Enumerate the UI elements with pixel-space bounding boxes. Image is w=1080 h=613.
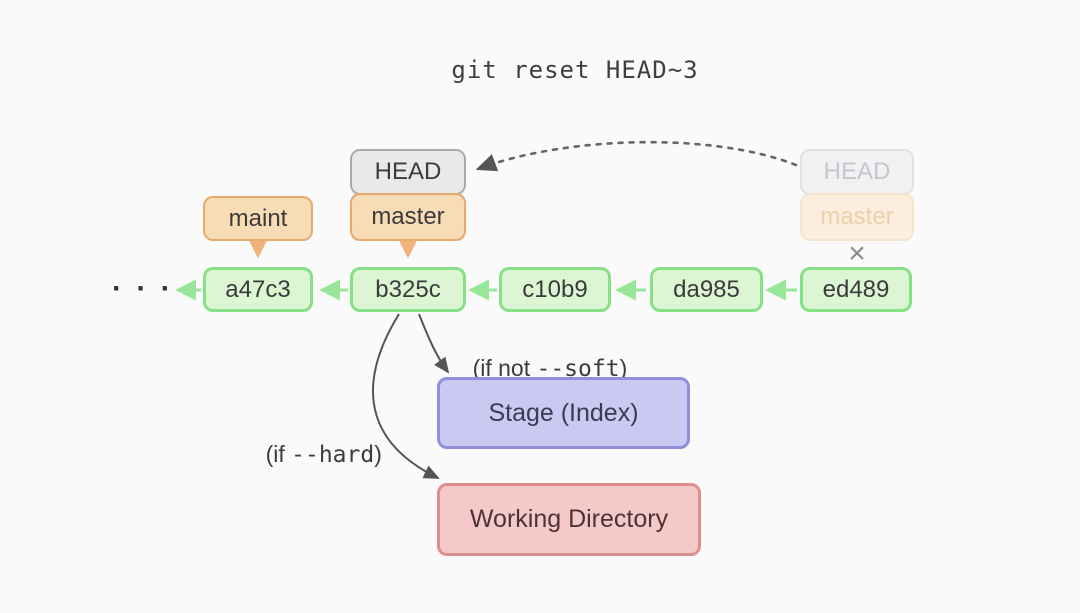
reset-stage-arrow — [418, 313, 450, 374]
annotation-text: ) — [619, 355, 628, 381]
commit-node: ed489 — [800, 267, 912, 312]
annotation-text: (if not — [472, 355, 537, 381]
commit-node: a47c3 — [203, 267, 313, 312]
working-directory-box: Working Directory — [437, 483, 701, 556]
history-ellipsis: · · · — [112, 272, 174, 305]
commit-node: da985 — [650, 267, 763, 312]
annotation-code: --hard — [291, 442, 375, 468]
annotation-text: ) — [374, 441, 382, 467]
head-move-dashed-arrow — [475, 140, 798, 172]
diagram-title: git reset HEAD~3 — [451, 56, 699, 84]
deleted-pointer-x-icon: × — [848, 237, 866, 270]
annotation-text: (if — [265, 441, 292, 467]
commit-node: c10b9 — [499, 267, 611, 312]
commit-node: b325c — [350, 267, 466, 312]
old-head-pointer-box: HEAD — [800, 149, 914, 195]
head-pointer-box: HEAD — [350, 149, 466, 195]
master-branch-box: master — [350, 193, 466, 241]
old-master-branch-box: master — [800, 193, 914, 241]
reset-working-arrow — [372, 313, 440, 479]
annotation-if-hard: (if --hard) — [240, 414, 382, 495]
maint-branch-box: maint — [203, 196, 313, 241]
stage-index-box: Stage (Index) — [437, 377, 690, 449]
